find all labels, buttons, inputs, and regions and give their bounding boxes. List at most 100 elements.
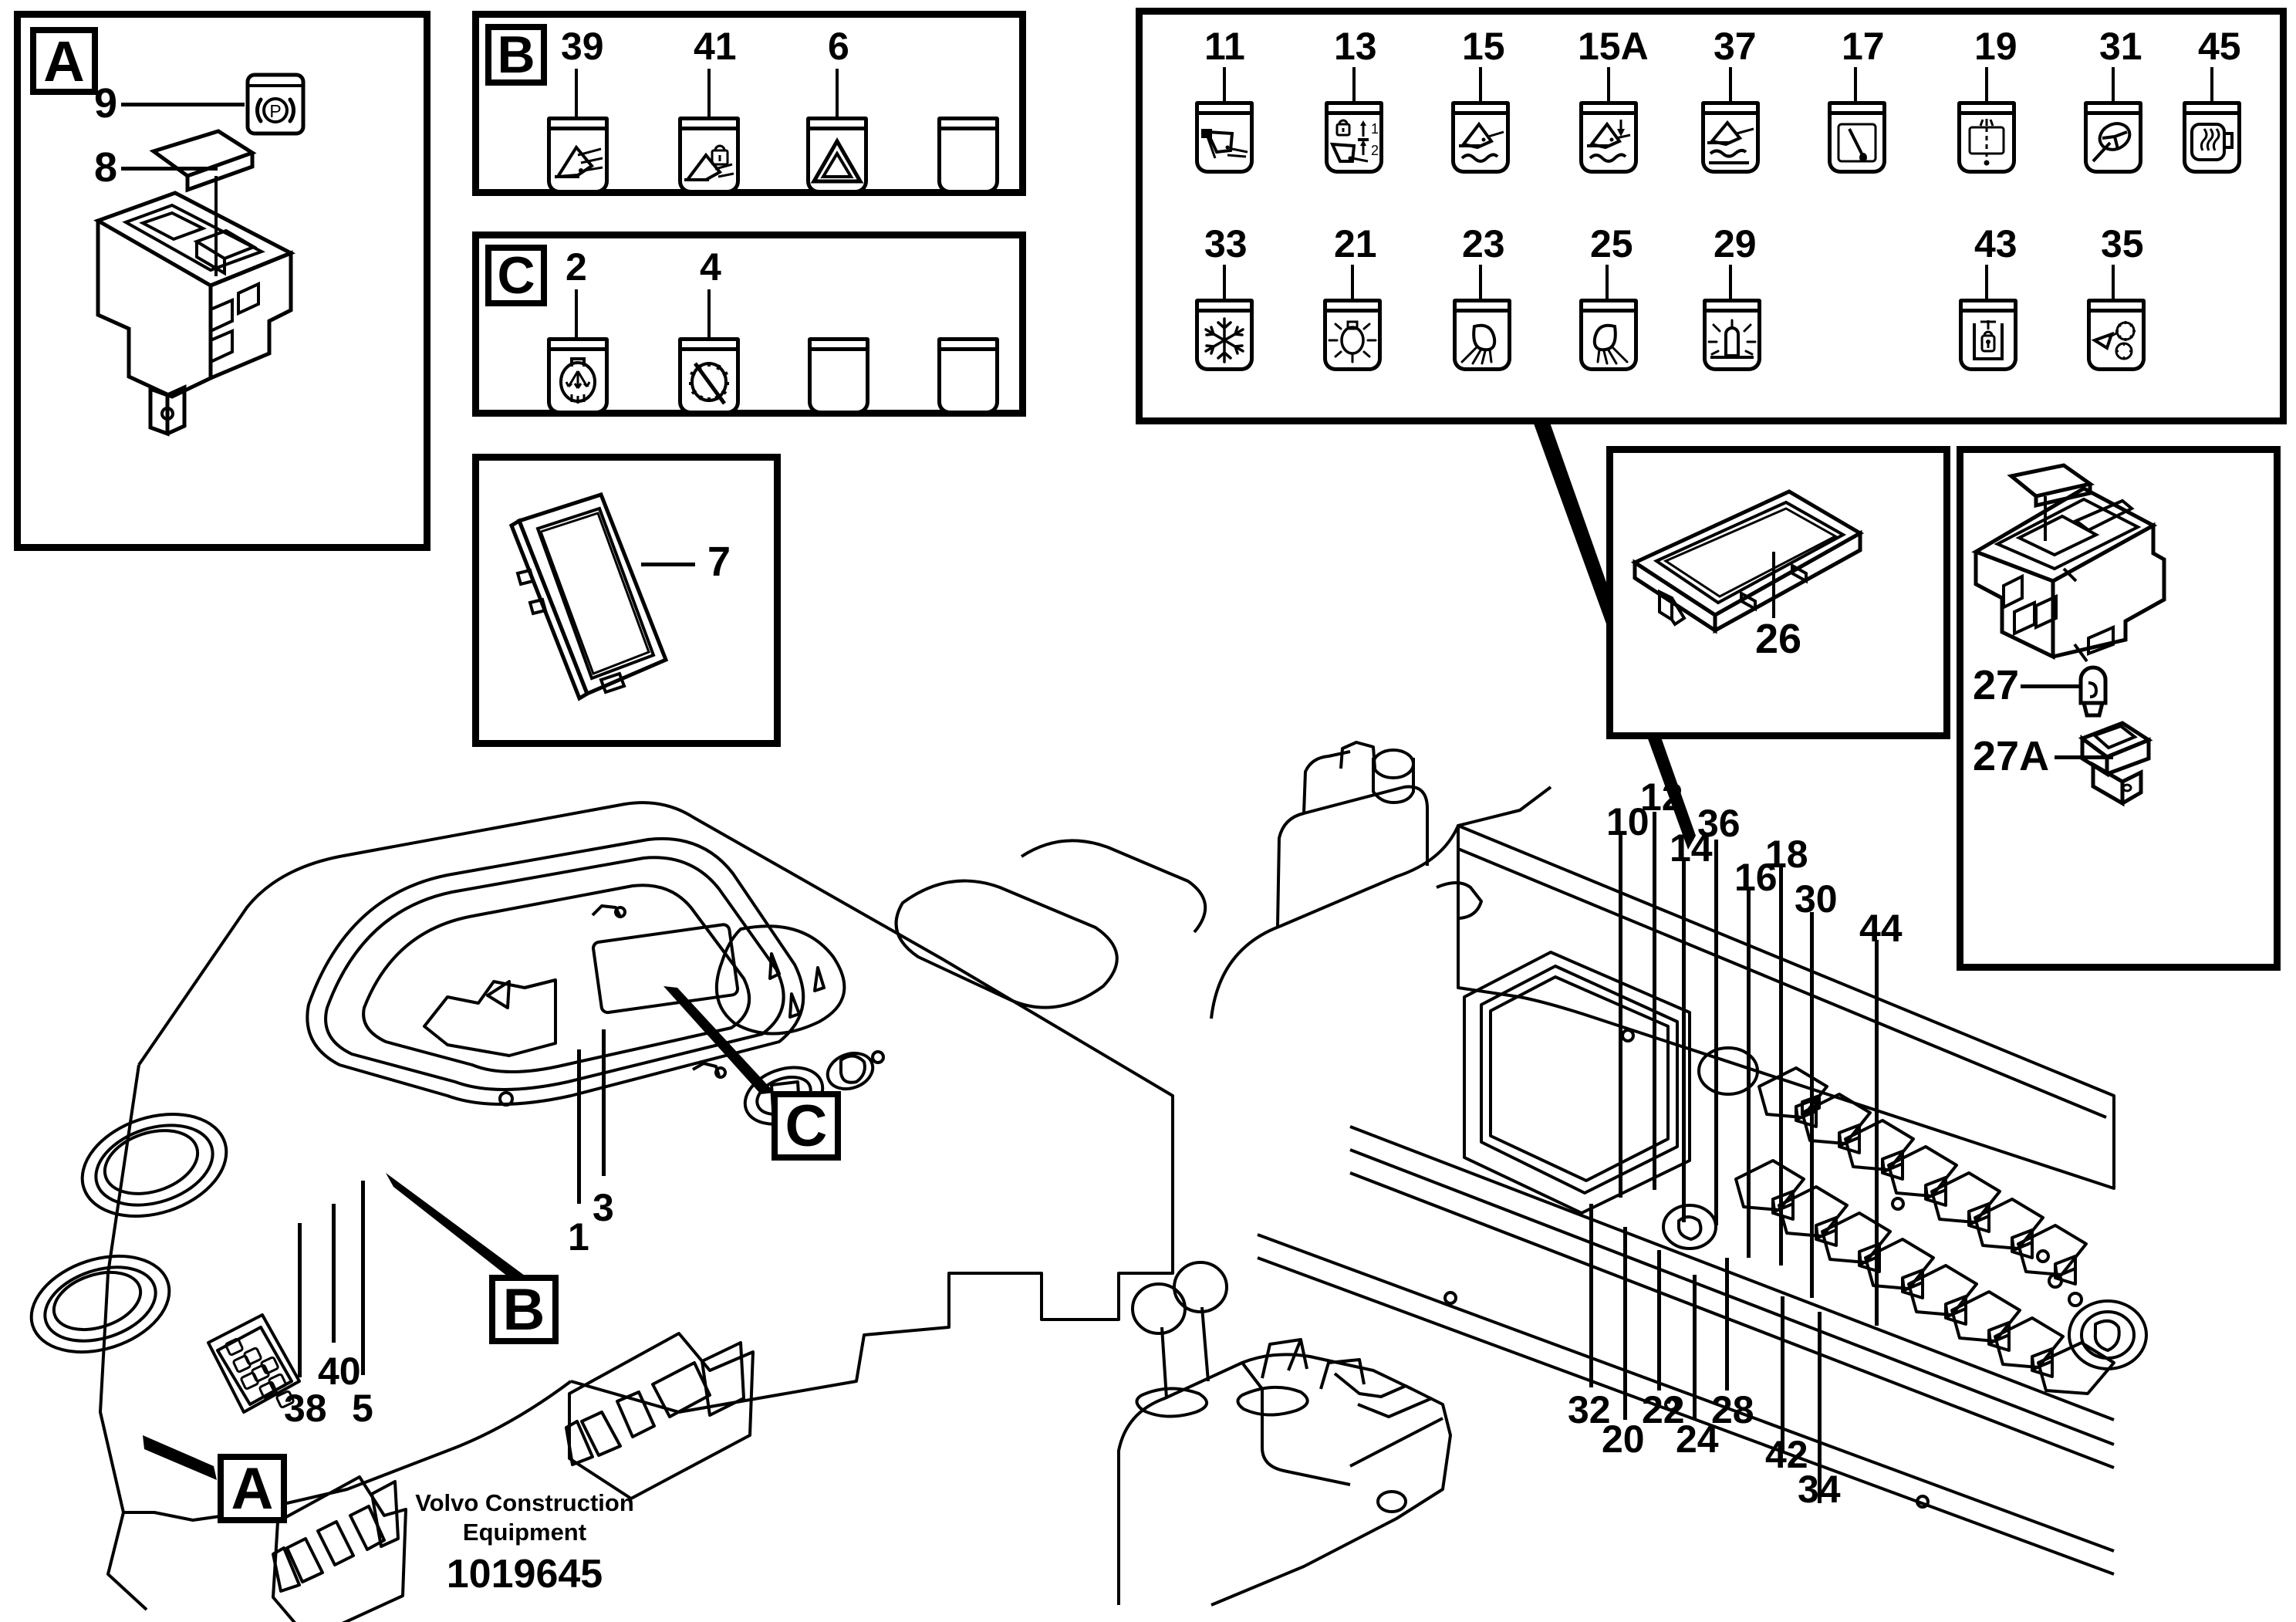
switch-with-bulb-assembly (1971, 461, 2234, 792)
switch-blank-c1[interactable] (808, 337, 869, 414)
switch-37[interactable] (1701, 101, 1760, 174)
callout-2: 2 (566, 245, 587, 289)
leader-line-41 (707, 69, 711, 123)
leader-line-44 (1875, 940, 1879, 1326)
leader-line-34 (1818, 1312, 1822, 1503)
switch-25[interactable] (1579, 299, 1638, 371)
leader-line-10 (1619, 835, 1622, 1198)
leader-line-21 (1351, 265, 1354, 305)
headlight-beam-left-icon (1579, 314, 1638, 368)
leader-line-45 (2210, 67, 2213, 107)
callout-5: 5 (352, 1387, 373, 1430)
callout-27A: 27A (1973, 733, 2050, 779)
callout-41: 41 (694, 25, 737, 68)
callout-11: 11 (1204, 25, 1245, 68)
svg-text:P: P (269, 101, 281, 121)
switch-39[interactable] (547, 117, 609, 194)
switch-4[interactable] (678, 337, 740, 414)
callout-21: 21 (1334, 222, 1377, 265)
switch-6[interactable] (806, 117, 868, 194)
leader-line-13 (1352, 67, 1356, 107)
callout-13: 13 (1334, 25, 1377, 68)
switch-13[interactable]: 1 2 (1325, 101, 1383, 174)
rotating-beacon-icon (1703, 314, 1761, 368)
leader-line-30 (1810, 912, 1814, 1298)
leader-line-27A (2055, 755, 2113, 759)
bucket-float-wave-icon (1451, 117, 1510, 171)
switch-33[interactable] (1195, 299, 1254, 371)
callout-43: 43 (1974, 222, 2017, 265)
section-ref-c-label: C (785, 1093, 828, 1159)
switch-15A[interactable] (1579, 101, 1638, 174)
callout-7: 7 (707, 539, 731, 585)
dashboard-left-illustration (15, 733, 1219, 1622)
bucket-lock-lift-12-icon: 1 2 (1325, 117, 1383, 171)
callout-20: 20 (1602, 1418, 1645, 1461)
callout-44: 44 (1859, 907, 1903, 950)
hazard-triangle-icon (806, 132, 868, 191)
seat-heater-icon (2183, 117, 2241, 171)
leader-line-29 (1729, 265, 1732, 305)
leader-line-26 (1772, 552, 1775, 618)
section-tag-a-label: A (43, 29, 85, 93)
callout-40: 40 (318, 1350, 361, 1393)
leader-line-1 (577, 1049, 581, 1204)
panel-c: C 2 4 (472, 231, 1026, 417)
bucket-level-wave-icon (1701, 117, 1760, 171)
blank-switch-icon (937, 353, 999, 411)
leader-line-25 (1606, 265, 1609, 305)
switch-15[interactable] (1451, 101, 1510, 174)
switch-29[interactable] (1703, 299, 1761, 371)
callout-4: 4 (700, 245, 721, 289)
switch-35[interactable] (2087, 299, 2146, 371)
snowflake-ac-icon (1195, 314, 1254, 368)
bucket-shake-icon (547, 132, 609, 191)
cab-air-recirculation-icon (547, 353, 609, 411)
callout-6: 6 (828, 25, 849, 68)
callout-33: 33 (1204, 222, 1248, 265)
switch-31[interactable] (2084, 101, 2142, 174)
switch-2[interactable] (547, 337, 609, 414)
steering-wheel-icon (2084, 117, 2142, 171)
gauge-needle-icon (1828, 117, 1886, 171)
callout-16: 16 (1734, 856, 1778, 899)
bucket-tilt-icon (1195, 117, 1254, 171)
panel-display-unit: 7 (472, 454, 781, 747)
leader-line-38 (298, 1223, 302, 1377)
callout-34: 34 (1798, 1468, 1841, 1511)
blank-switch-icon (937, 132, 999, 191)
callout-42: 42 (1765, 1433, 1808, 1476)
panel-switch-legend: 11 13 (1136, 8, 2287, 424)
svg-text:2: 2 (1371, 143, 1379, 158)
leader-line-43 (1985, 265, 1988, 305)
switch-23[interactable] (1453, 299, 1511, 371)
leader-line-16 (1747, 887, 1751, 1258)
callout-17: 17 (1842, 25, 1885, 68)
leader-line-42 (1781, 1296, 1784, 1451)
console-right-illustration (1117, 694, 2148, 1607)
switch-17[interactable] (1828, 101, 1886, 174)
leader-line-5 (361, 1181, 365, 1375)
leader-line-11 (1223, 67, 1226, 107)
leader-line-6 (836, 69, 839, 123)
switch-43[interactable] (1959, 299, 2017, 371)
switch-45[interactable] (2183, 101, 2241, 174)
callout-35: 35 (2101, 222, 2144, 265)
blank-switch-icon (808, 353, 869, 411)
rocker-switch-assembly (59, 122, 414, 492)
callout-3: 3 (593, 1186, 614, 1229)
switch-21[interactable] (1323, 299, 1382, 371)
panel-26: 26 (1606, 446, 1950, 739)
switch-19[interactable] (1957, 101, 2016, 174)
leader-line-39 (575, 69, 578, 123)
switch-11[interactable] (1195, 101, 1254, 174)
switch-blank-c2[interactable] (937, 337, 999, 414)
switch-41[interactable] (678, 117, 740, 194)
section-ref-b: B (489, 1275, 559, 1344)
section-tag-b: B (485, 24, 547, 86)
callout-9: 9 (94, 80, 118, 127)
switch-blank-b[interactable] (937, 117, 999, 194)
leader-line-20 (1623, 1227, 1627, 1420)
leader-line-14 (1682, 860, 1686, 1222)
callout-15: 15 (1462, 25, 1505, 68)
